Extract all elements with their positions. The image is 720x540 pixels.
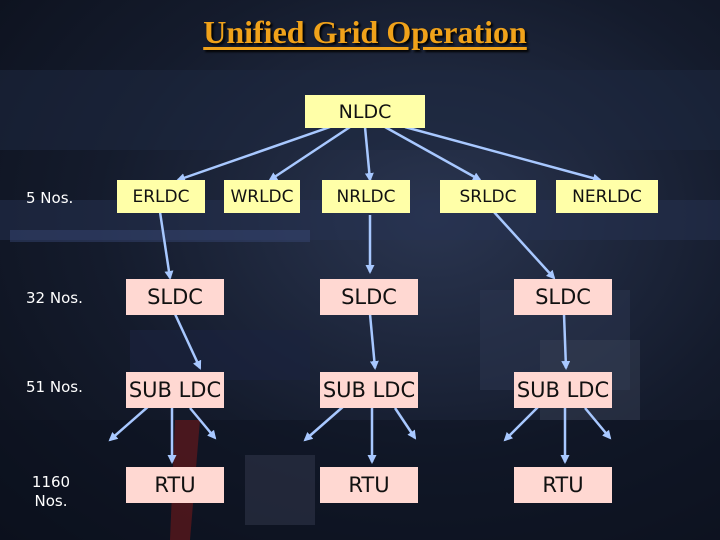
arrow-subldc1-left: [108, 404, 151, 442]
arrow-sldc2-subldc: [368, 313, 379, 370]
node-nerldc: NERLDC: [556, 180, 658, 213]
arrow-srldc-sldc: [493, 211, 556, 280]
arrow-nldc-wrldc: [268, 125, 351, 182]
node-sldc-1: SLDC: [126, 279, 224, 315]
arrow-subldc1-right: [189, 407, 217, 440]
node-wrldc: WRLDC: [224, 180, 300, 213]
node-srldc: SRLDC: [440, 180, 536, 213]
arrow-subldc2-left: [303, 404, 346, 442]
node-nrldc: NRLDC: [322, 180, 410, 213]
tier-label-subldc: 51 Nos.: [26, 378, 83, 396]
node-sldc-2: SLDC: [320, 279, 418, 315]
arrow-sldc3-subldc: [561, 313, 571, 370]
node-subldc-1: SUB LDC: [126, 372, 224, 408]
arrow-nldc-nerldc: [404, 125, 602, 183]
node-erldc: ERLDC: [117, 180, 205, 213]
node-nldc: NLDC: [305, 95, 425, 128]
arrow-subldc3-left: [503, 404, 541, 442]
arrow-subldc2-right: [393, 407, 417, 440]
node-subldc-3: SUB LDC: [514, 372, 612, 408]
arrow-nldc-srldc: [384, 125, 482, 182]
node-rtu-1: RTU: [126, 467, 224, 503]
arrow-sldc1-subldc: [173, 313, 202, 370]
arrow-nldc-erldc: [176, 125, 331, 182]
tier-label-rldc: 5 Nos.: [26, 189, 74, 207]
page-title: Unified Grid Operation: [203, 14, 527, 50]
node-subldc-2: SUB LDC: [320, 372, 418, 408]
arrow-erldc-sldc: [158, 211, 174, 280]
node-rtu-3: RTU: [514, 467, 612, 503]
arrow-nldc-nrldc: [363, 126, 374, 182]
node-sldc-3: SLDC: [514, 279, 612, 315]
tier-label-sldc: 32 Nos.: [26, 289, 83, 307]
tier-label-rtu: 1160 Nos.: [31, 473, 71, 510]
arrow-subldc3-right: [584, 407, 612, 440]
node-rtu-2: RTU: [320, 467, 418, 503]
